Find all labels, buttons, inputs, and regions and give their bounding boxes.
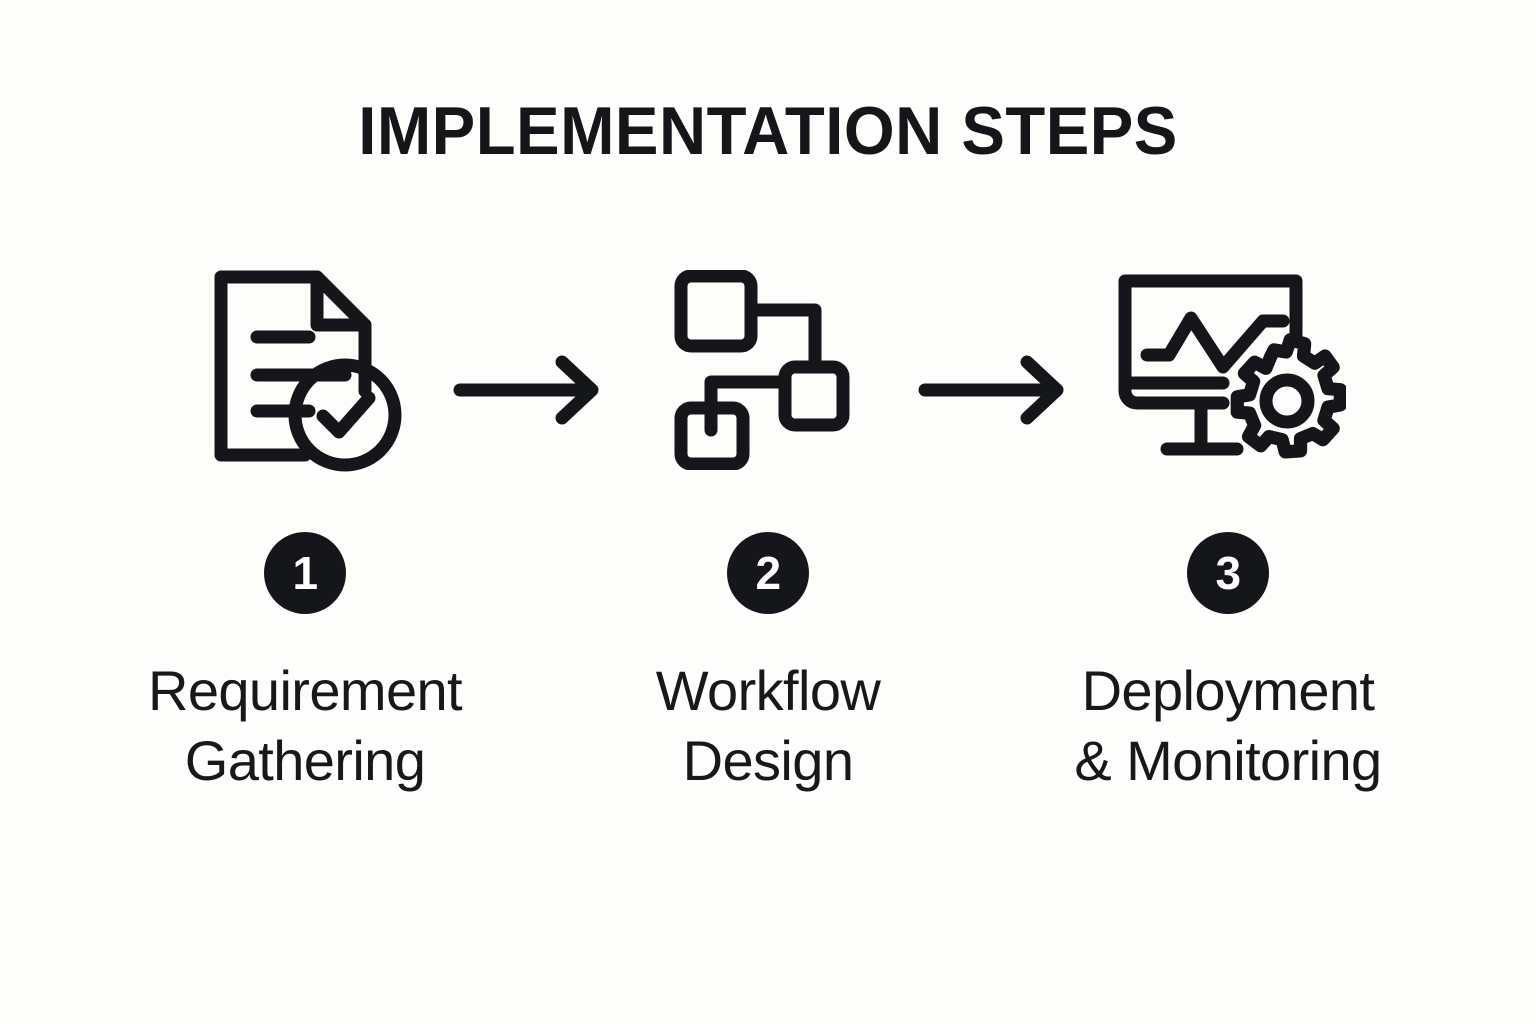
- step-item-1: 1 Requirement Gathering: [95, 250, 515, 796]
- step-number-1: 1: [292, 547, 318, 599]
- step-item-2: 2 Workflow Design: [558, 250, 978, 796]
- step-number-2: 2: [755, 547, 781, 599]
- arrow-right-icon-2: [915, 355, 1085, 425]
- page-title: IMPLEMENTATION STEPS: [358, 93, 1178, 169]
- document-check-icon: [95, 250, 515, 490]
- step-number-3: 3: [1215, 547, 1241, 599]
- step-badge-1: 1: [264, 532, 346, 614]
- step-item-3: 3 Deployment & Monitoring: [1018, 250, 1438, 796]
- step-label-2: Workflow Design: [655, 659, 881, 792]
- step-label-1: Requirement Gathering: [147, 659, 463, 792]
- step-badge-2: 2: [727, 532, 809, 614]
- steps-row: 1 Requirement Gathering: [0, 250, 1536, 810]
- monitor-gear-icon: [1018, 250, 1438, 490]
- flowchart-icon: [558, 250, 978, 490]
- step-badge-3: 3: [1187, 532, 1269, 614]
- arrow-right-icon-1: [450, 355, 620, 425]
- step-label-3: Deployment & Monitoring: [1074, 659, 1382, 792]
